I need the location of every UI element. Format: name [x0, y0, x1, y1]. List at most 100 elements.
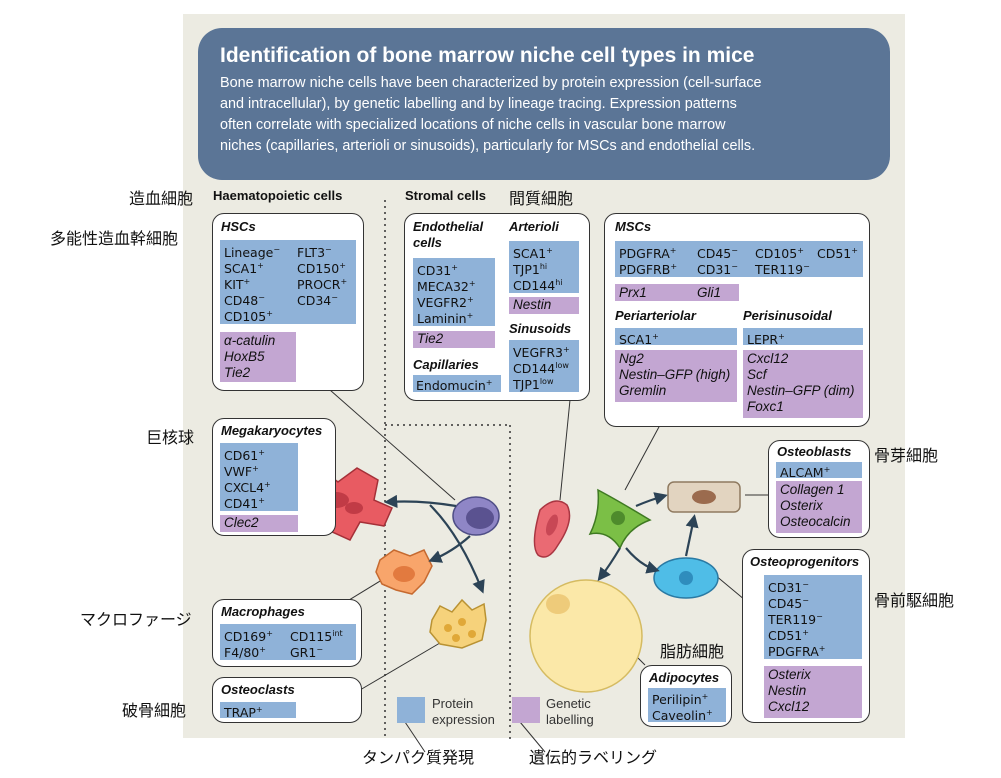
leader-stromal: [559, 399, 571, 501]
osteoprogenitor-marker: CD31−: [768, 580, 809, 596]
leader-legend-genetic: [519, 721, 546, 753]
stromal-section-heading: Stromal cells: [405, 188, 486, 203]
perisinusoidal-genetic-label: Scf: [747, 367, 767, 382]
jp-label-haematopoietic: 造血細胞: [129, 189, 194, 208]
macrophage-marker: GR1−: [290, 645, 324, 661]
arrow-hsc-megakaryocyte: [384, 494, 457, 509]
jp-label-megakaryocyte: 巨核球: [146, 428, 195, 447]
perisinusoidal-title: Perisinusoidal: [743, 308, 832, 323]
megakaryocyte-genetic-label: Clec2: [224, 515, 259, 530]
jp-label-stromal: 間質細胞: [509, 189, 574, 208]
jp-label-protein: タンパク質発現: [362, 748, 475, 767]
macrophage-marker: F4/80+: [224, 645, 266, 661]
adipocyte-cell: [529, 579, 643, 693]
jp-label-osteoblast: 骨芽細胞: [874, 446, 939, 465]
megakaryocyte-marker: CD41+: [224, 496, 265, 512]
endothelial-marker: VEGFR2+: [417, 295, 474, 311]
osteoprogenitor-marker: CD51+: [768, 628, 809, 644]
msc-marker: TER119−: [755, 262, 810, 278]
msc-box: MSCs PDGFRA+ CD45− CD105+ CD51+ PDGFRB+ …: [604, 213, 870, 427]
macrophage-marker: CD169+: [224, 629, 273, 645]
hsc-genetic-label: Tie2: [224, 365, 251, 380]
sinusoids-title: Sinusoids: [509, 321, 572, 336]
osteoprogenitor-genetic-block: [764, 666, 862, 718]
hsc-marker: SCA1+: [224, 261, 264, 277]
endothelial-title-line1: Endothelial: [413, 219, 484, 234]
megakaryocyte-marker: CXCL4+: [224, 480, 271, 496]
leader-msc: [624, 424, 661, 491]
msc-genetic-label: Gli1: [697, 285, 722, 300]
endothelial-marker: MECA32+: [417, 279, 476, 295]
osteoblast-genetic-label: Osteocalcin: [780, 514, 851, 529]
megakaryocyte-protein-block: [220, 443, 298, 511]
osteoprogenitor-marker: PDGFRA+: [768, 644, 826, 660]
arrow-msc-adipocyte: [597, 547, 621, 582]
leader-osteoprogenitor: [714, 574, 746, 601]
adipocyte-protein-block: [648, 688, 726, 722]
sinusoids-protein-block: [509, 340, 579, 392]
adipocyte-marker: Caveolin+: [652, 708, 713, 724]
osteoprogenitor-title: Osteoprogenitors: [750, 554, 860, 569]
endothelial-protein-block: [413, 258, 495, 326]
hsc-protein-block: [220, 240, 356, 324]
osteoprogenitor-genetic-label: Osterix: [768, 667, 811, 682]
endothelial-marker: CD31+: [417, 263, 458, 279]
hsc-marker: CD48−: [224, 293, 265, 309]
arrow-osteoprogenitor-osteoblast: [684, 514, 699, 557]
osteoblast-cell: [667, 481, 741, 513]
msc-protein-block: [615, 241, 863, 277]
banner-line-2: and intracellular), by genetic labelling…: [220, 96, 737, 112]
hsc-marker: FLT3−: [297, 245, 332, 261]
leader-legend-protein: [404, 721, 426, 753]
hsc-marker: KIT+: [224, 277, 251, 293]
perisinusoidal-genetic-label: Cxcl12: [747, 351, 789, 366]
msc-marker: PDGFRA+: [619, 246, 677, 262]
hsc-genetic-label: α-catulin: [224, 333, 276, 348]
msc-cell: [588, 488, 652, 550]
legend-genetic-swatch: [512, 697, 540, 723]
arrow-hsc-macrophage: [428, 535, 471, 563]
haematopoietic-section-heading: Haematopoietic cells: [213, 188, 343, 203]
megakaryocyte-genetic-block: [220, 515, 298, 532]
hsc-box: HSCs Lineage− SCA1+ KIT+ CD48− CD105+ FL…: [212, 213, 364, 391]
osteoclast-protein-block: [220, 702, 296, 718]
msc-marker: CD51+: [817, 246, 858, 262]
jp-label-genetic: 遺伝的ラベリング: [529, 748, 658, 767]
osteoclast-marker: TRAP+: [224, 705, 263, 721]
macrophage-title: Macrophages: [221, 604, 305, 619]
sinusoids-marker: VEGFR3+: [513, 345, 570, 361]
macrophage-box: Macrophages CD169+ F4/80+ CD115int GR1−: [212, 599, 362, 667]
osteoblast-marker: ALCAM+: [780, 465, 831, 481]
perisinusoidal-protein-block: [743, 328, 863, 345]
periarteriolar-protein-block: [615, 328, 737, 345]
hsc-marker: CD34−: [297, 293, 338, 309]
perisinusoidal-marker: LEPR+: [747, 332, 785, 348]
capillaries-marker: Endomucin+: [416, 378, 493, 394]
jp-label-osteoprogenitor: 骨前駆細胞: [874, 591, 955, 610]
osteoclast-cell: [429, 598, 487, 649]
jp-label-osteoclast: 破骨細胞: [122, 701, 187, 720]
perisinusoidal-genetic-label: Foxc1: [747, 399, 784, 414]
arterioli-genetic-label: Nestin: [513, 297, 552, 312]
arrow-msc-osteoblast: [635, 492, 668, 508]
hsc-marker: CD105+: [224, 309, 273, 325]
periarteriolar-marker: SCA1+: [619, 332, 659, 348]
osteoblast-title: Osteoblasts: [777, 444, 852, 459]
macrophage-protein-block: [220, 624, 356, 660]
leader-hsc: [329, 389, 456, 501]
banner-line-4: niches (capillaries, arterioli or sinuso…: [220, 138, 756, 154]
endothelial-genetic-label: Tie2: [417, 331, 444, 346]
osteoblast-genetic-label: Collagen 1: [780, 482, 845, 497]
hsc-cell: [452, 496, 500, 536]
msc-marker: PDGFRB+: [619, 262, 678, 278]
arrow-msc-osteoprogenitor: [625, 547, 660, 574]
adipocyte-marker: Perilipin+: [652, 692, 709, 708]
osteoprogenitor-genetic-label: Nestin: [768, 683, 807, 698]
msc-marker: CD31−: [697, 262, 738, 278]
adipocyte-title: Adipocytes: [649, 670, 720, 685]
osteoblast-protein-block: [776, 462, 862, 478]
hsc-title: HSCs: [221, 219, 256, 234]
macrophage-marker: CD115int: [290, 629, 343, 645]
banner-line-1: Bone marrow niche cells have been charac…: [220, 75, 762, 91]
